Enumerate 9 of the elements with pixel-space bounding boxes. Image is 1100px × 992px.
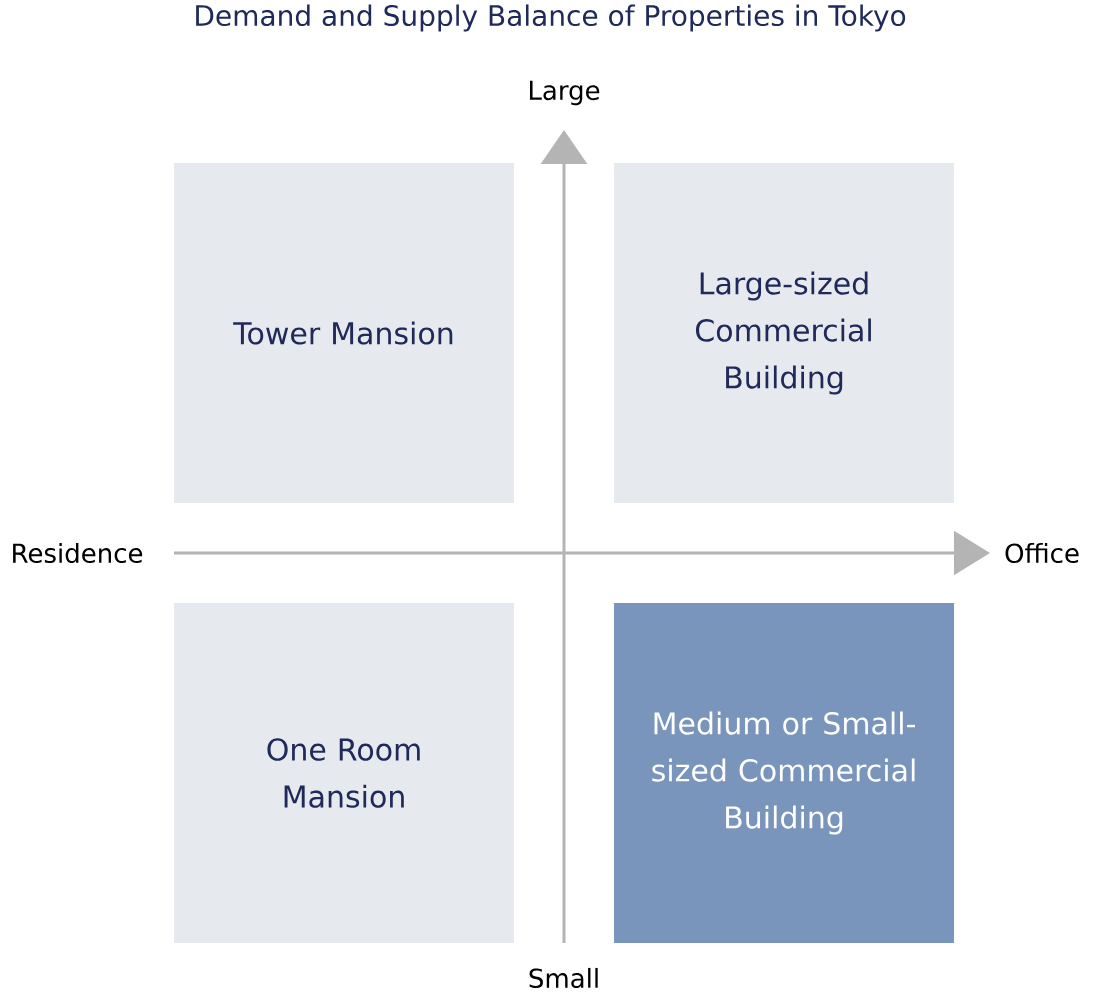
quadrant-box: Medium or Small-sized Commercial Building <box>614 603 954 943</box>
quadrant-box: Large-sized Commercial Building <box>614 163 954 503</box>
axis-label: Small <box>529 967 598 989</box>
quadrant-box: Tower Mansion <box>174 163 514 503</box>
quadrant-box: One Room Mansion <box>174 603 514 943</box>
title: Demand and Supply Balance of Properties in Tokyo <box>196 4 906 32</box>
axis-label: Office <box>1005 542 1079 564</box>
axis-label: Large <box>530 80 600 106</box>
axis-label: Residence <box>13 542 143 564</box>
